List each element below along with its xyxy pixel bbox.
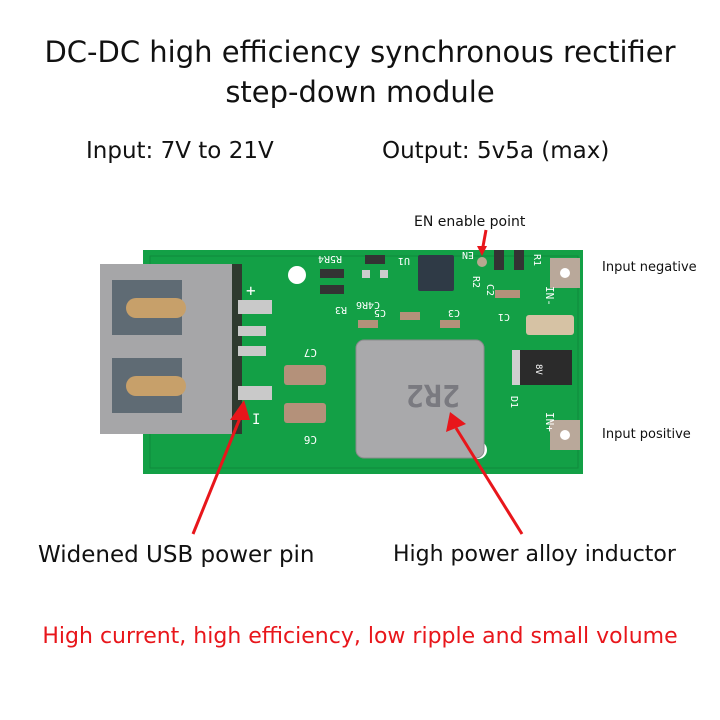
svg-text:R3: R3 bbox=[335, 304, 347, 315]
svg-text:C5: C5 bbox=[374, 307, 386, 318]
svg-text:C1: C1 bbox=[498, 311, 510, 322]
en-enable-point-label: EN enable point bbox=[414, 214, 526, 230]
svg-text:C2: C2 bbox=[484, 284, 495, 296]
usb-pin bbox=[238, 386, 272, 400]
svg-text:I: I bbox=[252, 412, 260, 428]
capacitor-c1 bbox=[526, 315, 574, 335]
input-spec: Input: 7V to 21V bbox=[86, 138, 274, 164]
svg-text:8V: 8V bbox=[533, 364, 543, 375]
capacitor-c7 bbox=[284, 365, 326, 385]
inductor-caption: High power alloy inductor bbox=[393, 542, 676, 567]
title-line-1: DC-DC high efficiency synchronous rectif… bbox=[44, 35, 676, 69]
usb-pin bbox=[238, 300, 272, 314]
usb-pin bbox=[238, 326, 266, 336]
svg-text:+: + bbox=[246, 281, 256, 300]
ic-u1 bbox=[418, 255, 454, 291]
output-spec: Output: 5v5a (max) bbox=[382, 138, 610, 164]
svg-text:IN+: IN+ bbox=[543, 412, 556, 432]
usb-pin-caption: Widened USB power pin bbox=[38, 542, 315, 568]
input-positive-label: Input positive bbox=[602, 427, 691, 442]
footer-tagline: High current, high efficiency, low rippl… bbox=[42, 624, 678, 649]
en-test-point bbox=[477, 257, 487, 267]
capacitor-c6 bbox=[284, 403, 326, 423]
svg-text:C4R6: C4R6 bbox=[356, 299, 380, 310]
mounting-hole bbox=[288, 266, 306, 284]
usb-pin bbox=[238, 346, 266, 356]
usb-pin-arrow bbox=[191, 417, 242, 535]
svg-text:C3: C3 bbox=[448, 307, 460, 318]
svg-text:C6: C6 bbox=[304, 433, 317, 446]
svg-text:D1: D1 bbox=[508, 396, 519, 408]
title-line-2: step-down module bbox=[225, 75, 495, 109]
svg-text:C7: C7 bbox=[304, 346, 317, 359]
diode-d1 bbox=[512, 350, 572, 385]
input-negative-label: Input negative bbox=[602, 260, 697, 275]
svg-text:U1: U1 bbox=[398, 255, 410, 266]
svg-text:IN-: IN- bbox=[543, 286, 556, 306]
svg-text:R2: R2 bbox=[470, 276, 481, 288]
svg-text:R5R4: R5R4 bbox=[318, 253, 342, 264]
svg-text:R1: R1 bbox=[531, 254, 542, 266]
svg-text:2R2: 2R2 bbox=[406, 377, 460, 412]
svg-text:EN: EN bbox=[462, 249, 474, 260]
inductor-arrow bbox=[454, 427, 524, 535]
